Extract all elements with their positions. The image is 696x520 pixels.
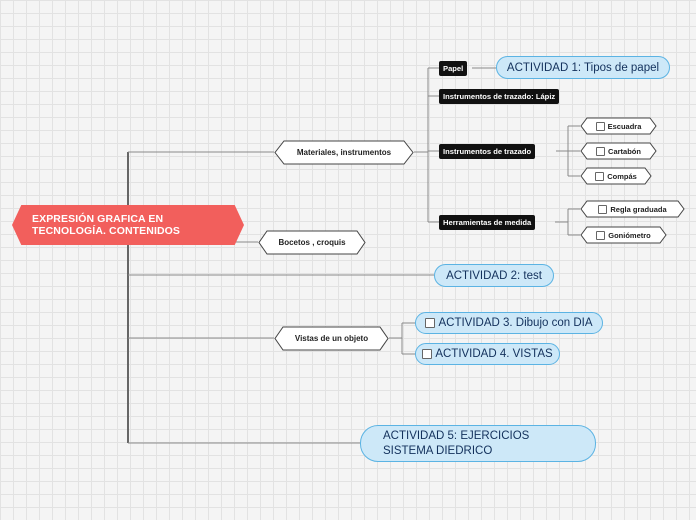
checkbox-icon[interactable] [598,204,608,214]
topic-regla-graduada[interactable]: Regla graduada [580,200,685,218]
topic-actividad-2[interactable]: ACTIVIDAD 2: test [434,264,554,287]
topic-text: Compás [580,167,652,185]
topic-actividad-4[interactable]: ACTIVIDAD 4. VISTAS [415,343,560,365]
hex-shape [274,326,389,351]
topic-label: Regla graduada [610,204,667,214]
checkbox-icon[interactable] [596,230,606,240]
root-title: EXPRESIÓN GRAFICA EN TECNOLOGÍA. CONTENI… [32,213,181,237]
topic-text: Cartabón [580,142,657,160]
topic-papel[interactable]: Papel [439,61,468,76]
topic-compas[interactable]: Compás [580,167,652,185]
hex-shape [274,140,414,165]
topic-label: Instrumentos de trazado: Lápiz [443,92,556,101]
topic-label: Compás [607,171,637,181]
topic-label: Escuadra [607,121,642,131]
topic-bocetos[interactable]: Bocetos , croquis [258,230,366,255]
topic-text: Regla graduada [580,200,685,218]
hex-shape [258,230,366,255]
checkbox-icon[interactable] [596,146,606,156]
topic-label: Materiales, instrumentos [296,148,392,157]
root-topic[interactable]: EXPRESIÓN GRAFICA EN TECNOLOGÍA. CONTENI… [12,205,244,245]
topic-text: Goniómetro [580,226,667,244]
topic-actividad-5[interactable]: ACTIVIDAD 5: EJERCICIOS SISTEMA DIEDRICO [360,425,596,462]
topic-label: Herramientas de medida [443,218,532,227]
topic-label: ACTIVIDAD 2: test [446,269,542,282]
topic-label: Vistas de un objeto [294,334,369,343]
topic-label: Instrumentos de trazado [443,147,532,156]
topic-text: Escuadra [580,117,657,135]
checkbox-icon[interactable] [422,349,433,359]
topic-herramientas-medida[interactable]: Herramientas de medida [439,215,536,230]
topic-materiales[interactable]: Materiales, instrumentos [274,140,414,165]
topic-label: Goniómetro [608,230,651,240]
topic-vistas[interactable]: Vistas de un objeto [274,326,389,351]
checkbox-icon[interactable] [595,171,605,181]
topic-label: Papel [443,64,464,73]
topic-label: ACTIVIDAD 1: Tipos de papel [506,61,660,74]
topic-label: Cartabón [608,146,641,156]
topic-lapiz[interactable]: Instrumentos de trazado: Lápiz [439,89,560,104]
topic-cartabon[interactable]: Cartabón [580,142,657,160]
topic-actividad-1[interactable]: ACTIVIDAD 1: Tipos de papel [496,56,670,79]
topic-label: ACTIVIDAD 5: EJERCICIOS SISTEMA DIEDRICO [383,429,530,457]
topic-instrumentos-trazado[interactable]: Instrumentos de trazado [439,144,536,159]
topic-label: Bocetos , croquis [278,238,346,247]
topic-label: ACTIVIDAD 3. Dibujo con DIA [438,317,593,329]
topic-goniometro[interactable]: Goniómetro [580,226,667,244]
topic-actividad-3[interactable]: ACTIVIDAD 3. Dibujo con DIA [415,312,603,334]
checkbox-icon[interactable] [425,318,436,328]
topic-escuadra[interactable]: Escuadra [580,117,657,135]
topic-label: ACTIVIDAD 4. VISTAS [435,348,553,360]
checkbox-icon[interactable] [595,121,605,131]
